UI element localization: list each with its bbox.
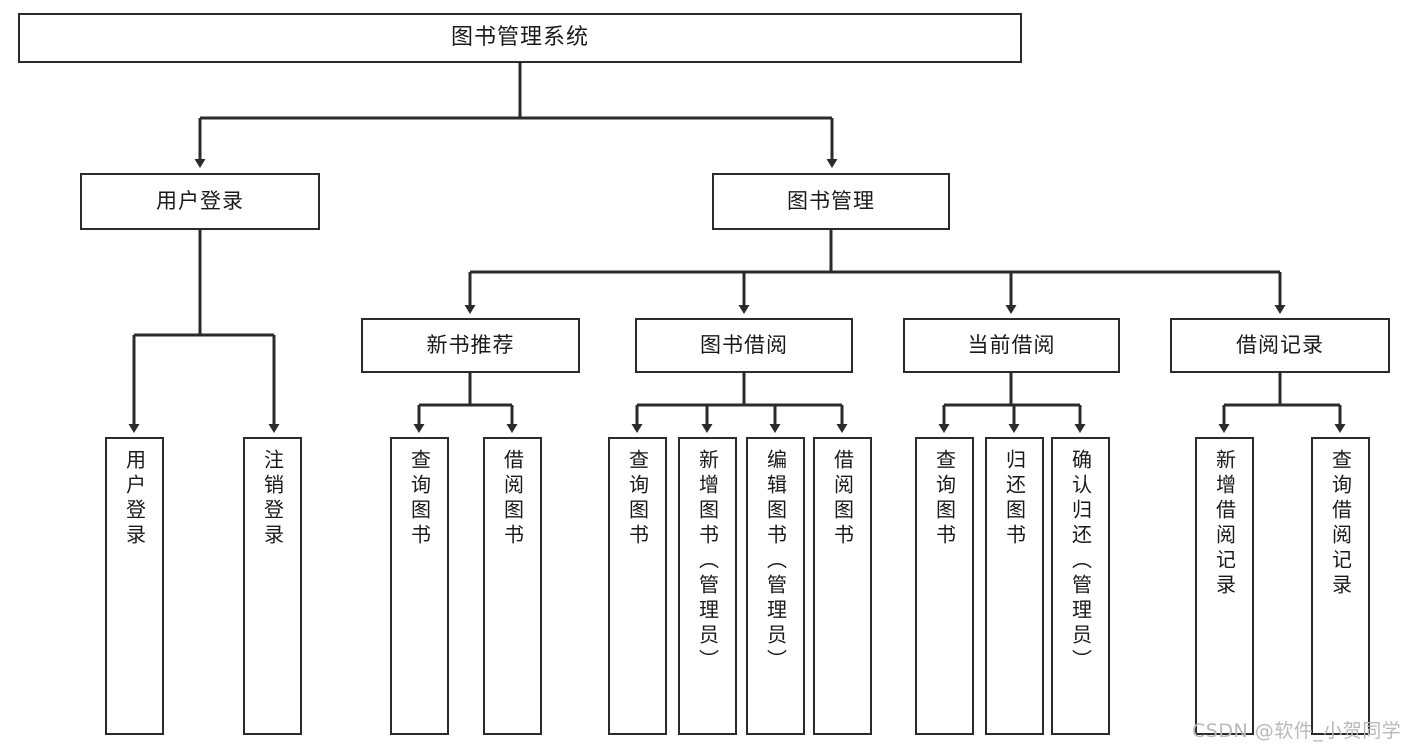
leaf-query-book-1-label: 查询图书	[407, 449, 432, 549]
node-borrow-record-label: 借阅记录	[1236, 332, 1324, 357]
leaf-borrow-book-1[interactable]: 借阅图书	[483, 437, 542, 735]
leaf-add-record[interactable]: 新增借阅记录	[1195, 437, 1254, 735]
leaf-query-book-2-label: 查询图书	[625, 449, 650, 549]
node-book-manage-label: 图书管理	[787, 188, 875, 213]
leaf-borrow-book-2[interactable]: 借阅图书	[813, 437, 872, 735]
leaf-borrow-book-1-label: 借阅图书	[500, 449, 525, 549]
leaf-logout-label: 注销登录	[260, 449, 285, 549]
node-book-borrow[interactable]: 图书借阅	[635, 318, 853, 373]
node-new-book-rec[interactable]: 新书推荐	[361, 318, 580, 373]
leaf-query-book-3-label: 查询图书	[932, 449, 957, 549]
leaf-query-book-1[interactable]: 查询图书	[390, 437, 449, 735]
node-book-manage[interactable]: 图书管理	[712, 173, 950, 230]
node-root[interactable]: 图书管理系统	[18, 13, 1022, 63]
node-current-borrow-label: 当前借阅	[967, 332, 1056, 357]
leaf-add-record-label: 新增借阅记录	[1212, 449, 1237, 599]
leaf-return-book-label: 归还图书	[1002, 449, 1027, 549]
node-current-borrow[interactable]: 当前借阅	[903, 318, 1120, 373]
leaf-query-record[interactable]: 查询借阅记录	[1311, 437, 1370, 735]
leaf-user-login-label: 用户登录	[122, 449, 147, 549]
node-root-label: 图书管理系统	[450, 24, 589, 50]
node-user-login[interactable]: 用户登录	[80, 173, 320, 230]
leaf-edit-book[interactable]: 编辑图书（管理员）	[746, 437, 805, 735]
leaf-confirm-return-label: 确认归还（管理员）	[1068, 449, 1093, 674]
node-user-login-label: 用户登录	[156, 188, 244, 213]
leaf-user-login[interactable]: 用户登录	[105, 437, 164, 735]
csdn-watermark: CSDN @软件_小贺同学	[1192, 720, 1402, 742]
leaf-add-book[interactable]: 新增图书（管理员）	[678, 437, 737, 735]
leaf-logout[interactable]: 注销登录	[243, 437, 302, 735]
leaf-return-book[interactable]: 归还图书	[985, 437, 1044, 735]
leaf-add-book-label: 新增图书（管理员）	[695, 449, 720, 674]
leaf-borrow-book-2-label: 借阅图书	[830, 449, 855, 549]
node-new-book-rec-label: 新书推荐	[426, 332, 515, 357]
node-book-borrow-label: 图书借阅	[700, 332, 788, 357]
leaf-query-book-3[interactable]: 查询图书	[915, 437, 974, 735]
node-borrow-record[interactable]: 借阅记录	[1170, 318, 1390, 373]
leaf-query-record-label: 查询借阅记录	[1328, 449, 1353, 599]
leaf-query-book-2[interactable]: 查询图书	[608, 437, 667, 735]
leaf-edit-book-label: 编辑图书（管理员）	[763, 449, 788, 674]
leaf-confirm-return[interactable]: 确认归还（管理员）	[1051, 437, 1110, 735]
